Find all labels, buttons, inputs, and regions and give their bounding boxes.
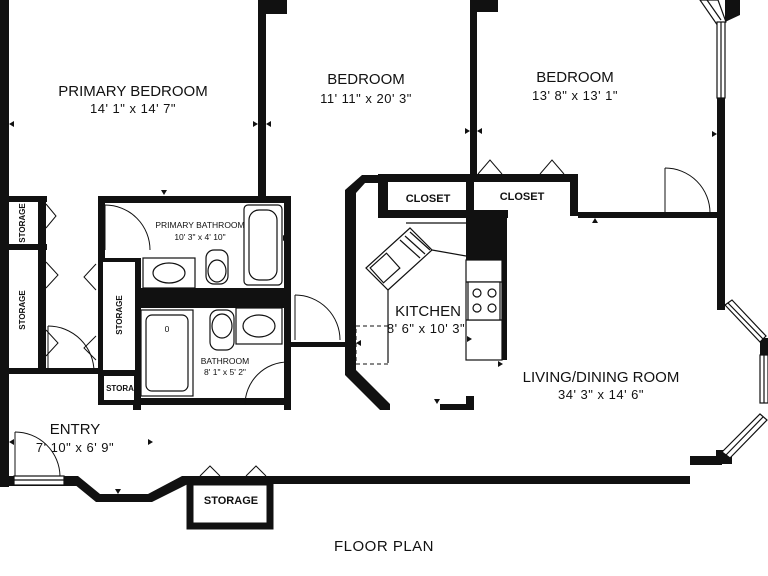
primary-bathroom-dims: 10' 3" x 4' 10" (174, 232, 225, 242)
dimension-markers (9, 121, 717, 494)
storage-left-2-name: STORAGE (18, 290, 27, 330)
bathroom-name: BATHROOM (201, 356, 249, 366)
storage-left-1-name: STORAGE (18, 203, 27, 243)
living-dining-dims: 34' 3" x 14' 6" (558, 387, 644, 402)
windows (13, 0, 768, 486)
living-dining-name: LIVING/DINING ROOM (523, 369, 680, 386)
bedroom-1-dims: 11' 11" x 20' 3" (320, 91, 412, 106)
entry-name: ENTRY (50, 421, 101, 438)
floor-plan-title: FLOOR PLAN (334, 538, 434, 555)
closet-1-name: CLOSET (406, 193, 451, 205)
bathroom-dims: 8' 1" x 5' 2" (204, 367, 246, 377)
doors (14, 167, 711, 477)
kitchen-name: KITCHEN (395, 303, 461, 320)
storage-small-name: STORA (106, 384, 134, 393)
room-labels: PRIMARY BEDROOM 14' 1" x 14' 7" BEDROOM … (18, 69, 679, 507)
closet-2-name: CLOSET (500, 191, 545, 203)
storage-boxes (99, 258, 274, 530)
storage-bottom-name: STORAGE (204, 495, 258, 507)
fixtures (140, 204, 503, 397)
bedroom-1-name: BEDROOM (327, 71, 405, 88)
bifold-doors (45, 159, 565, 477)
primary-bedroom-name: PRIMARY BEDROOM (58, 83, 207, 100)
entry-dims: 7' 10" x 6' 9" (36, 440, 114, 455)
kitchen-dims: 8' 6" x 10' 3" (387, 321, 465, 336)
storage-mid-name: STORAGE (115, 295, 124, 335)
primary-bedroom-dims: 14' 1" x 14' 7" (90, 101, 176, 116)
bedroom-2-name: BEDROOM (536, 69, 614, 86)
bedroom-2-dims: 13' 8" x 13' 1" (532, 88, 618, 103)
primary-bathroom-name: PRIMARY BATHROOM (155, 220, 244, 230)
tub-drain-marker: 0 (165, 324, 170, 334)
